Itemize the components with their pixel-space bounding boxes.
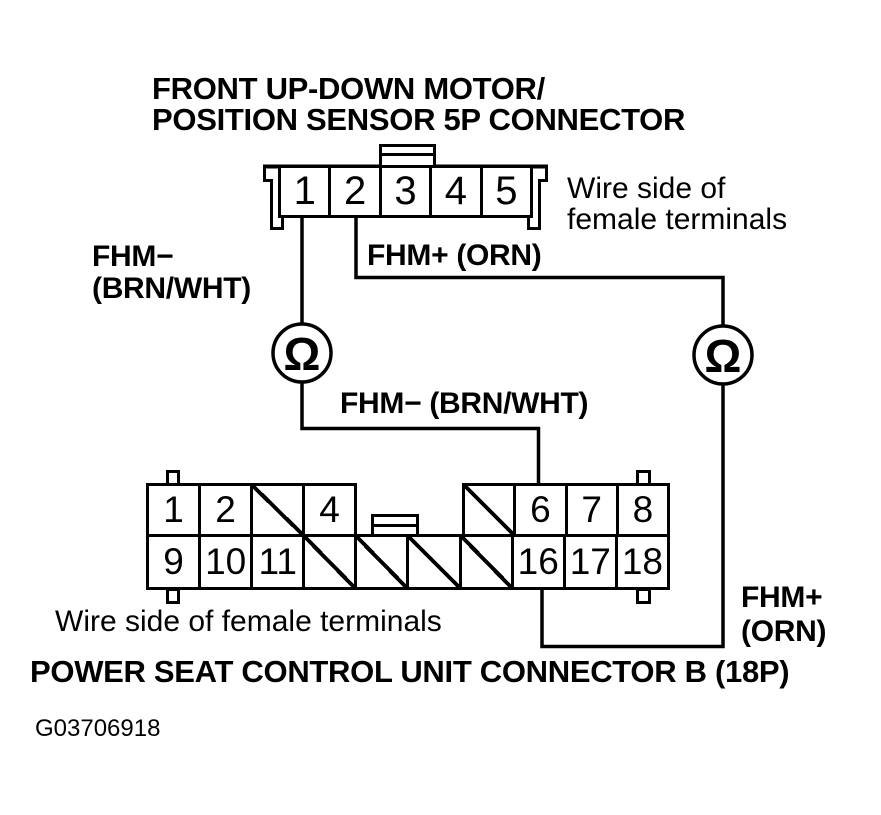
pin-cell-18p-nc-12 bbox=[305, 537, 358, 587]
wire-fhm-plus bbox=[354, 216, 725, 649]
top-connector-title-line1: FRONT UP-DOWN MOTOR/ bbox=[152, 71, 545, 106]
label-fhm-minus-left: FHM− (BRN/WHT) bbox=[92, 241, 251, 305]
fhm-plus-right-line2: (ORN) bbox=[741, 615, 827, 648]
fhm-plus-right-line1: FHM+ bbox=[741, 581, 823, 614]
label-fhm-plus-right: FHM+ (ORN) bbox=[741, 581, 826, 649]
side-note-line1: Wire side of bbox=[567, 172, 726, 205]
fhm-minus-left-line1: FHM− bbox=[92, 240, 174, 273]
pin-cell-5p-4: 4 bbox=[432, 168, 483, 215]
pin-cell-18p-7: 7 bbox=[568, 486, 619, 534]
top-connector-title: FRONT UP-DOWN MOTOR/ POSITION SENSOR 5P … bbox=[152, 73, 685, 135]
pin-cell-5p-5: 5 bbox=[495, 169, 518, 213]
pin-cell-18p-16: 16 bbox=[514, 537, 566, 587]
ohmmeter-icon bbox=[271, 322, 333, 384]
pin-cell-5p-3: 3 bbox=[382, 168, 433, 215]
pin-cell-5p-2: 2 bbox=[331, 168, 382, 215]
connector-5p-pin-row: 1 2 3 4 5 bbox=[278, 165, 533, 218]
bottom-connector-title: POWER SEAT CONTROL UNIT CONNECTOR B (18P… bbox=[30, 654, 790, 689]
connector-5p-latch-line bbox=[382, 153, 433, 156]
figure-id: G03706918 bbox=[35, 715, 161, 742]
pin-cell-18p-4: 4 bbox=[319, 489, 340, 530]
connector-18p-mount-tab-bottom-right bbox=[636, 588, 651, 604]
pin-cell-18p-9: 9 bbox=[149, 537, 202, 587]
pin-cell-18p-nc-13 bbox=[357, 537, 410, 587]
label-fhm-plus-top: FHM+ (ORN) bbox=[367, 239, 542, 272]
pin-cell-18p-10: 10 bbox=[201, 537, 254, 587]
pin-cell-18p-nc-5 bbox=[465, 486, 517, 534]
pin-cell-5p-1: 1 bbox=[281, 168, 332, 215]
top-connector-side-note: Wire side of female terminals bbox=[567, 173, 787, 235]
bottom-connector-side-note: Wire side of female terminals bbox=[55, 605, 442, 638]
connector-5p-shell-left-flange bbox=[263, 168, 284, 230]
top-connector-title-line2: POSITION SENSOR 5P CONNECTOR bbox=[152, 102, 686, 137]
connector-5p-shell-right-flange bbox=[527, 168, 548, 230]
ohm-symbol: Ω bbox=[705, 330, 742, 382]
pin-cell-18p-18: 18 bbox=[621, 541, 663, 582]
pin-cell-18p-2: 2 bbox=[201, 486, 253, 534]
pin-cell-18p-8: 8 bbox=[632, 489, 654, 530]
connector-18p-bottom-row: 9 10 11 16 17 18 bbox=[146, 534, 670, 590]
pin-cell-18p-17: 17 bbox=[566, 537, 618, 587]
side-note-line2: female terminals bbox=[567, 203, 788, 236]
connector-18p-top-left-block: 1 2 4 bbox=[146, 483, 357, 537]
ohmmeter-icon bbox=[692, 324, 754, 386]
fhm-minus-left-line2: (BRN/WHT) bbox=[92, 272, 251, 305]
pin-cell-18p-6: 6 bbox=[516, 486, 568, 534]
pin-cell-18p-1: 1 bbox=[149, 486, 201, 534]
ohm-symbol: Ω bbox=[284, 328, 321, 380]
pin-cell-18p-nc-15 bbox=[461, 537, 514, 587]
connector-18p-latch-line bbox=[374, 524, 416, 527]
connector-18p-mount-tab-bottom-left bbox=[166, 588, 180, 604]
pin-cell-18p-nc-14 bbox=[409, 537, 462, 587]
pin-cell-18p-11: 11 bbox=[253, 537, 306, 587]
label-fhm-minus-middle: FHM− (BRN/WHT) bbox=[340, 387, 589, 420]
connector-18p-top-right-block: 6 7 8 bbox=[462, 483, 670, 537]
pin-cell-18p-nc-3 bbox=[253, 486, 305, 534]
